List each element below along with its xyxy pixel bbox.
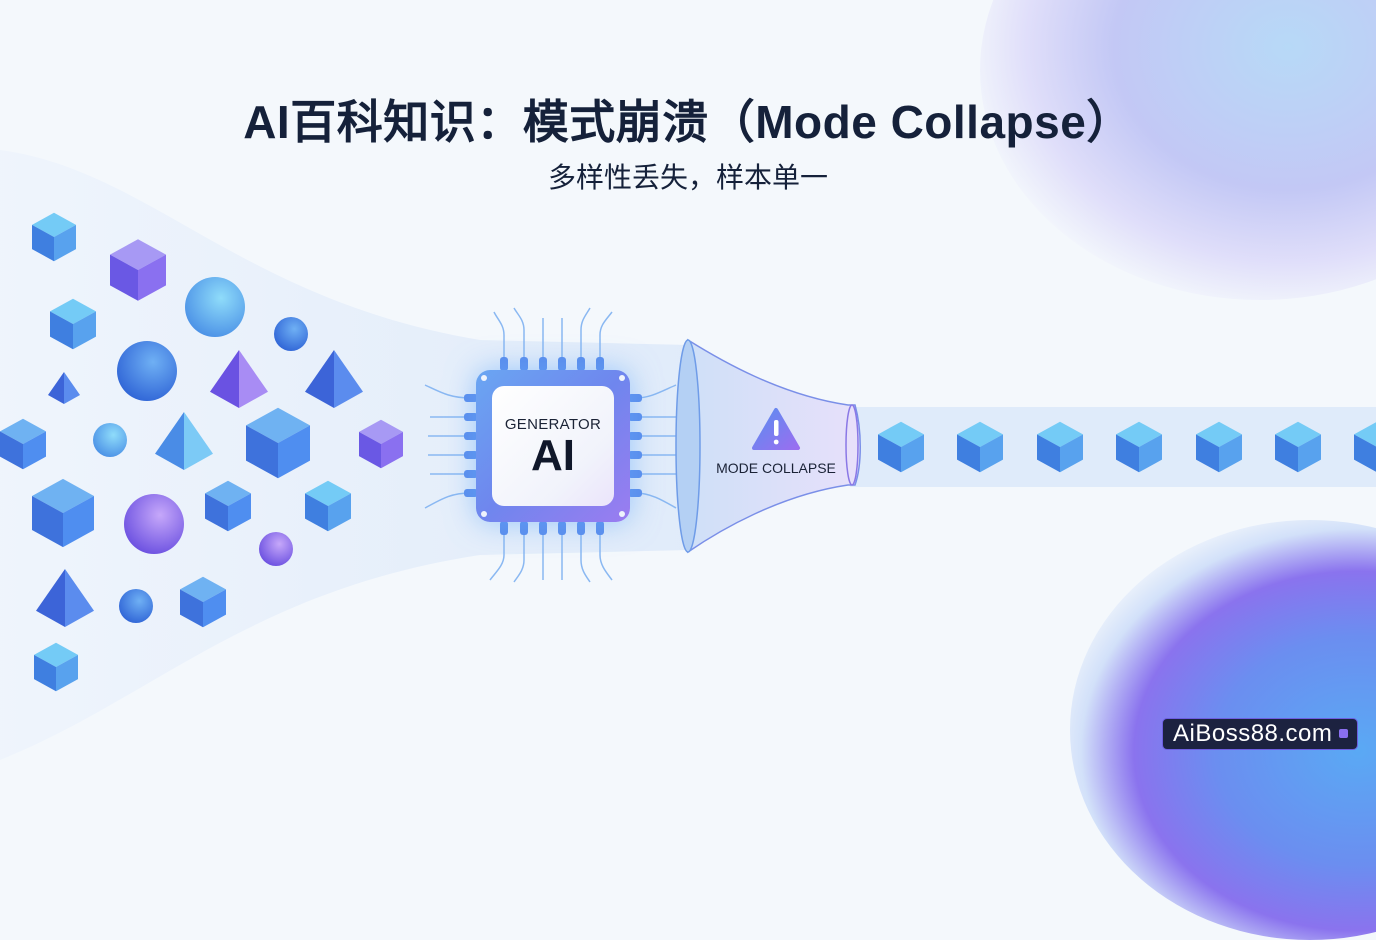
chip-corner-dot xyxy=(481,511,487,517)
page-subtitle: 多样性丢失，样本单一 xyxy=(547,162,828,193)
chip-corner-dot xyxy=(619,375,625,381)
generator-chip: GENERATOR AI xyxy=(476,370,630,522)
page-title: AI百科知识：模式崩溃（Mode Collapse） xyxy=(243,96,1133,148)
diagram-canvas xyxy=(0,150,1376,760)
input-shapes xyxy=(0,212,403,692)
generator-name: AI xyxy=(531,431,575,480)
chip-corner-dot xyxy=(619,511,625,517)
mode-collapse-label: MODE COLLAPSE xyxy=(716,460,836,476)
chip-face: GENERATOR AI xyxy=(492,386,614,506)
watermark-badge: AiBoss88.com xyxy=(1162,718,1358,750)
generator-label: GENERATOR xyxy=(504,416,602,433)
watermark-text: AiBoss88.com xyxy=(1173,720,1333,747)
warning-triangle-icon xyxy=(752,408,800,450)
chip-corner-dot xyxy=(481,375,487,381)
square-icon xyxy=(1339,729,1348,738)
